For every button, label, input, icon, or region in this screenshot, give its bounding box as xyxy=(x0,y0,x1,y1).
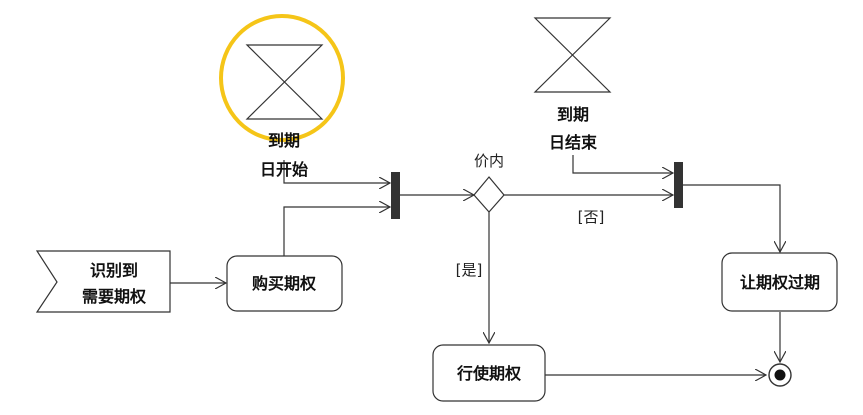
timer-end-label-line2: 日结束 xyxy=(549,133,598,152)
edge-timer-start-to-join xyxy=(283,160,390,183)
guard-no-label: [否] xyxy=(578,208,605,226)
edge-join2-to-expire xyxy=(683,184,780,252)
exercise-action-box xyxy=(432,344,546,402)
decision-diamond xyxy=(473,176,505,213)
hourglass-icon xyxy=(533,17,612,93)
final-node xyxy=(768,363,792,387)
signal-label-line1: 识别到 xyxy=(90,261,138,280)
join-bar-2 xyxy=(674,162,683,208)
expire-action-label: 让期权过期 xyxy=(740,273,820,292)
exercise-action-label: 行使期权 xyxy=(456,364,522,383)
signal-label-line2: 需要期权 xyxy=(82,287,147,306)
hourglass-icon xyxy=(245,44,324,120)
buy-action: 购买期权 xyxy=(226,255,343,312)
edge-buy-to-join xyxy=(283,207,390,257)
expire-action: 让期权过期 xyxy=(721,252,838,312)
timer-start-label-line2: 日开始 xyxy=(260,160,308,179)
decision-label: 价内 xyxy=(474,152,504,170)
signal-shape xyxy=(35,250,171,313)
timer-end-node: 到期 日结束 xyxy=(533,17,612,152)
edge-timer-end-to-join2 xyxy=(572,155,673,173)
buy-action-label: 购买期权 xyxy=(252,274,317,293)
decision-node: 价内 xyxy=(473,152,505,213)
edges xyxy=(170,155,780,375)
expire-action-box xyxy=(721,252,838,312)
guard-yes-label: [是] xyxy=(456,261,483,279)
exercise-action: 行使期权 xyxy=(432,344,546,402)
final-node-inner xyxy=(774,369,786,381)
join-bar-1 xyxy=(391,172,400,219)
signal-node: 识别到 需要期权 xyxy=(35,250,171,313)
buy-action-box xyxy=(226,255,343,312)
timer-end-label-line1: 到期 xyxy=(557,105,589,124)
timer-start-label-line1: 到期 xyxy=(268,131,300,150)
highlight-circle xyxy=(219,14,345,142)
timer-start-node: 到期 日开始 xyxy=(219,14,345,179)
